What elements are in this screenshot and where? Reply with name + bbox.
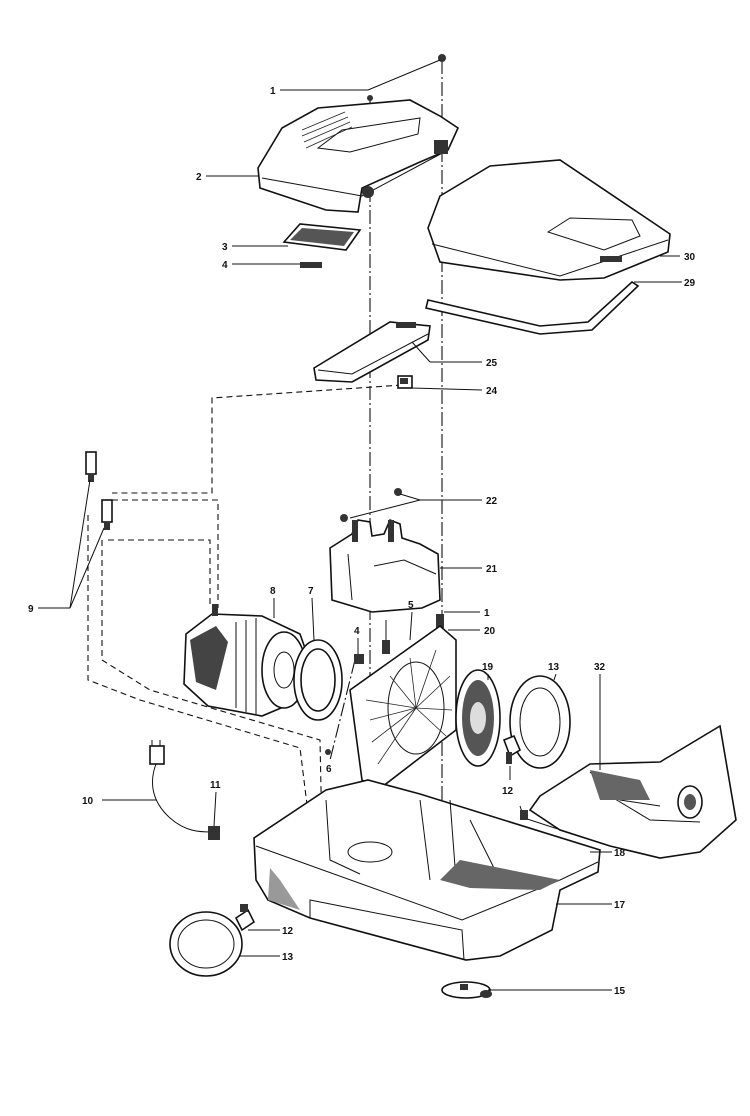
exhaust-filter-pad (282, 223, 362, 268)
callout-9: 9 (28, 604, 34, 615)
callout-1-top: 1 (270, 86, 276, 97)
callout-25: 25 (486, 358, 498, 369)
motor-assembly (183, 604, 313, 717)
callout-15: 15 (614, 986, 626, 997)
handle-grip (313, 321, 431, 383)
callout-24: 24 (486, 386, 498, 397)
power-cord (149, 740, 213, 833)
callout-7: 7 (308, 586, 314, 597)
motor-mount-hardware (325, 614, 444, 755)
cord-strain-relief (208, 826, 220, 840)
callout-18: 18 (614, 848, 626, 859)
motor-support-bracket (329, 518, 441, 613)
callout-2: 2 (196, 172, 202, 183)
motor-ring-seal (293, 639, 343, 721)
power-switch (397, 375, 413, 389)
callout-11: 11 (210, 780, 221, 791)
screw-top (367, 54, 446, 101)
front-wheel-left (169, 904, 256, 977)
callout-12-left: 12 (282, 926, 294, 937)
callout-4-top: 4 (222, 260, 228, 271)
callout-32: 32 (594, 662, 606, 673)
callout-10: 10 (82, 796, 94, 807)
callout-8: 8 (270, 586, 276, 597)
callout-1-mid: 1 (484, 608, 490, 619)
callout-17: 17 (614, 900, 626, 911)
lid-gasket (425, 280, 640, 335)
secondary-filter-disc (455, 669, 501, 767)
dust-bag (528, 724, 737, 859)
callout-6: 6 (326, 764, 332, 775)
callout-30: 30 (684, 252, 696, 263)
callout-13-right: 13 (548, 662, 560, 673)
wire-terminals (85, 451, 113, 530)
callout-12-right: 12 (502, 786, 514, 797)
motor-support-screws (340, 488, 402, 522)
callout-5: 5 (408, 600, 414, 611)
motor-hood-cover (257, 99, 460, 213)
front-caster (441, 981, 492, 999)
callout-20: 20 (484, 626, 496, 637)
callout-29: 29 (684, 278, 696, 289)
base-housing (253, 779, 601, 961)
callout-4-mid: 4 (354, 626, 360, 637)
rear-wheel-right (502, 675, 571, 769)
callout-3: 3 (222, 242, 228, 253)
callout-19: 19 (482, 662, 494, 673)
callout-labels: 1 2 3 4 30 29 25 24 22 21 9 8 7 6 4 5 1 … (28, 86, 696, 997)
callout-21: 21 (486, 564, 498, 575)
bag-retainer-clip (519, 805, 611, 847)
wiring-dashed-paths (87, 384, 403, 846)
bag-compartment-lid (427, 159, 671, 281)
callout-22: 22 (486, 496, 498, 507)
callout-13-left: 13 (282, 952, 294, 963)
callout-leader-lines (38, 59, 682, 991)
fan-housing-screen (349, 624, 457, 791)
